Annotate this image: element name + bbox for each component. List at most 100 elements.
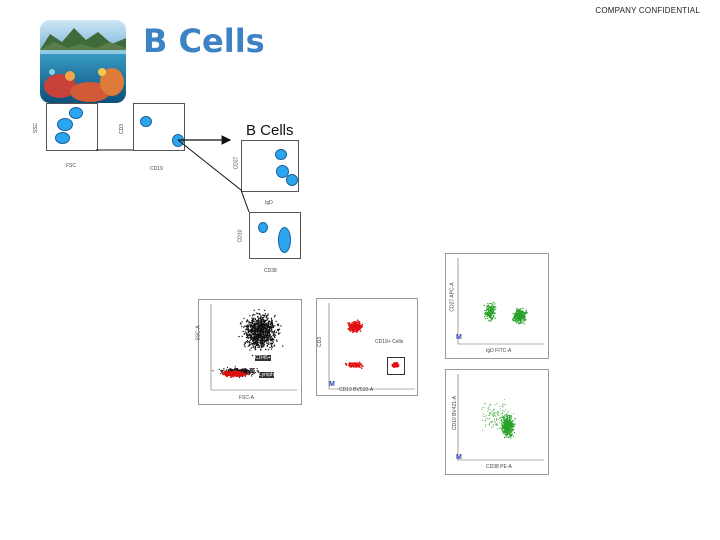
plot-dot <box>263 335 265 337</box>
plot-dot <box>249 329 251 331</box>
plot-dot <box>356 319 359 321</box>
plot-dot <box>269 333 271 335</box>
plot-dot <box>488 408 490 410</box>
plot-dot <box>245 336 248 339</box>
plot-dot <box>358 320 360 323</box>
plot-dot <box>491 421 493 422</box>
plot-dot <box>271 330 273 333</box>
plot-dot <box>244 332 246 335</box>
plot-dot <box>507 436 509 439</box>
plot-dot <box>241 321 243 323</box>
plot-dot <box>267 335 270 337</box>
plot-dot <box>492 311 494 314</box>
plot-dot <box>273 345 275 347</box>
plot-dot <box>489 312 491 314</box>
plot-dot <box>507 415 509 417</box>
plot-dot <box>489 409 491 411</box>
plot-dot <box>354 330 356 333</box>
plot-dot <box>255 328 258 330</box>
plot-dot <box>514 316 516 318</box>
plot-dot <box>256 368 258 370</box>
plot-dot <box>481 419 483 421</box>
plot-dot <box>263 314 266 317</box>
plot-dot <box>505 422 507 424</box>
plot-dot <box>263 328 265 330</box>
plot-dot <box>259 339 261 341</box>
plot-dot <box>243 326 245 328</box>
plot-dot <box>257 329 259 331</box>
plot-dot <box>509 434 512 436</box>
plot-dot <box>223 368 225 370</box>
plot-dot <box>492 424 494 426</box>
plot-dot <box>253 327 255 329</box>
plot-dot <box>493 301 495 303</box>
plot-dot <box>259 320 262 323</box>
plot-dot <box>487 308 489 310</box>
plot-dot <box>503 403 505 405</box>
plot-dot <box>244 325 246 327</box>
plot-dot <box>226 374 229 377</box>
plot-dot <box>257 371 259 373</box>
plot-dot <box>490 316 492 319</box>
plot-dot <box>254 372 256 374</box>
plot-dot <box>494 306 497 308</box>
plot-axes <box>457 258 544 345</box>
plot-dot <box>351 322 353 324</box>
scatter2-gate-label: CD19+ Cells <box>375 339 404 345</box>
plot-dot <box>243 344 246 346</box>
plot-dot <box>497 412 499 414</box>
plot-dot <box>233 368 236 370</box>
plot-dot <box>271 336 273 338</box>
plot-dot <box>270 348 273 350</box>
scatter-plot-cd38-cd10: CD38 PE-A CD10 BV421-A M <box>445 369 549 475</box>
plot-dot <box>502 405 504 407</box>
plot-dot <box>258 370 260 372</box>
plot-dot <box>510 425 512 428</box>
cell-icon <box>55 132 70 144</box>
plot-dot <box>506 421 509 423</box>
plot-dot <box>395 362 398 364</box>
plot-dot <box>505 409 506 411</box>
plot-dot <box>524 317 526 319</box>
plot-dot <box>484 420 486 422</box>
plot-dot <box>269 326 271 328</box>
gate-igd-cd27-box <box>241 140 299 192</box>
plot-dot <box>268 341 270 343</box>
scatter4-xlabel: CD38 PE-A <box>486 464 512 470</box>
scatter2-ylabel: CD3 <box>317 336 324 348</box>
plot-axes <box>210 304 297 391</box>
plot-dot <box>267 317 269 319</box>
plot-dot <box>511 433 513 435</box>
plot-dot <box>361 365 363 367</box>
plot-dot <box>490 309 492 311</box>
plot-dot <box>256 331 258 333</box>
scatter-plot-cd19-cd3: CD19+ Cells CD19 BV510-A CD3 M <box>316 298 418 396</box>
plot-dot <box>272 341 275 343</box>
plot-dot <box>256 370 258 372</box>
plot-dot <box>250 321 252 324</box>
plot-dot <box>481 409 483 410</box>
plot-dot <box>355 330 358 333</box>
plot-dot <box>355 364 358 366</box>
plot-dot <box>397 365 399 368</box>
plot-dot <box>267 337 270 339</box>
plot-dot <box>348 327 351 329</box>
plot-dot <box>512 429 515 431</box>
plot-dot <box>486 310 488 312</box>
plot-dot <box>523 323 525 325</box>
plot-dot <box>254 323 257 325</box>
plot-dot <box>361 325 364 328</box>
plot-dot <box>220 371 222 373</box>
plot-dot <box>257 338 260 340</box>
plot-dot <box>352 326 355 328</box>
plot-dot <box>498 418 500 420</box>
plot-dot <box>270 344 273 347</box>
plot-dot <box>263 333 265 335</box>
plot-dot <box>236 368 238 370</box>
plot-dot <box>271 323 273 325</box>
plot-dot <box>354 326 357 328</box>
plot-dot <box>522 307 524 310</box>
plot-dot <box>358 324 361 327</box>
plot-dot <box>493 408 495 410</box>
plot-dot <box>269 346 271 349</box>
